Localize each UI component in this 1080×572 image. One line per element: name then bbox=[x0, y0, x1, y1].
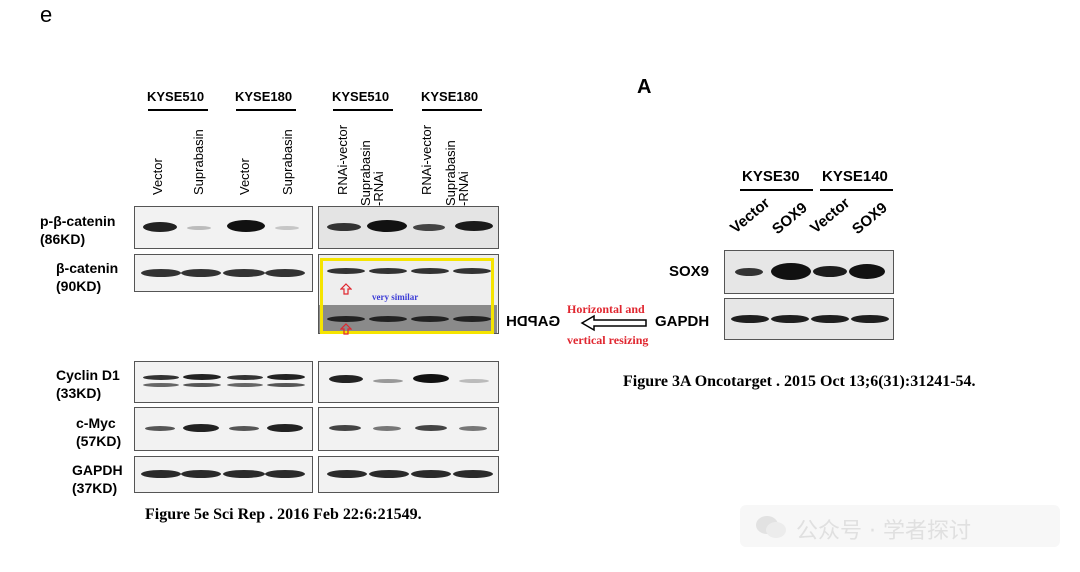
blot-c-myc-right bbox=[318, 407, 499, 451]
blot-sox9 bbox=[724, 250, 894, 294]
group-label-left-3: KYSE510 bbox=[332, 89, 390, 104]
lane-label: Vector bbox=[727, 194, 774, 237]
group-label-left-2: KYSE180 bbox=[235, 89, 293, 104]
group-label-left-1: KYSE510 bbox=[147, 89, 205, 104]
lane-label: Vector bbox=[237, 158, 252, 195]
lane-label: SOX9 bbox=[849, 199, 891, 238]
left-arrow-icon bbox=[580, 314, 647, 332]
left-caption: Figure 5e Sci Rep . 2016 Feb 22:6:21549. bbox=[145, 506, 422, 523]
wechat-icon bbox=[756, 516, 786, 538]
panel-letter-e: e bbox=[40, 2, 53, 27]
resize-note-line1: Horizontal and bbox=[567, 302, 645, 316]
group-underline bbox=[236, 109, 296, 111]
right-caption: Figure 3A Oncotarget . 2015 Oct 13;6(31)… bbox=[623, 373, 976, 390]
group-underline bbox=[422, 109, 482, 111]
row-label-sox9: SOX9 bbox=[669, 263, 710, 280]
lane-label: Suprabasin -RNAi bbox=[443, 140, 471, 206]
row-label-gapdh: GAPDH(37KD) bbox=[72, 462, 123, 496]
duplicated-region bbox=[319, 305, 497, 333]
group-underline bbox=[820, 189, 893, 191]
lane-label: RNAi-vector bbox=[419, 124, 434, 195]
lane-label: Suprabasin bbox=[280, 129, 295, 195]
row-label-cyclin-d1: Cyclin D1(33KD) bbox=[56, 367, 120, 401]
blot-gapdh-left bbox=[134, 456, 313, 493]
row-label-c-myc: c-Myc(57KD) bbox=[76, 415, 122, 449]
up-arrow-icon bbox=[340, 323, 352, 335]
lane-label: Vector bbox=[150, 158, 165, 195]
lane-label: Suprabasin -RNAi bbox=[358, 140, 386, 206]
panel-letter-a: A bbox=[637, 76, 652, 98]
blot-p-beta-catenin-left bbox=[134, 206, 313, 249]
row-label-p-beta-catenin: p-β-catenin(86KD) bbox=[40, 213, 116, 247]
very-similar-label: very similar bbox=[372, 292, 419, 302]
row-label-beta-catenin: β-catenin(90KD) bbox=[56, 260, 119, 294]
blot-gapdh-right-figure bbox=[724, 298, 894, 340]
lane-label: Vector bbox=[807, 194, 854, 237]
blot-cyclin-d1-right bbox=[318, 361, 499, 403]
group-underline bbox=[333, 109, 393, 111]
group-label-right-1: KYSE30 bbox=[742, 168, 800, 185]
mirrored-gapdh-label: GAPDH bbox=[506, 313, 561, 330]
blot-beta-catenin-left bbox=[134, 254, 313, 292]
gapdh-target-label: GAPDH bbox=[655, 313, 710, 330]
group-underline bbox=[740, 189, 813, 191]
lane-label: Suprabasin bbox=[191, 129, 206, 195]
watermark: 公众号 · 学者探讨 bbox=[740, 505, 1060, 547]
blot-gapdh-right bbox=[318, 456, 499, 493]
lane-label: RNAi-vector bbox=[335, 124, 350, 195]
highlight-box bbox=[320, 258, 494, 334]
blot-c-myc-left bbox=[134, 407, 313, 451]
up-arrow-icon bbox=[340, 283, 352, 295]
blot-p-beta-catenin-right bbox=[318, 206, 499, 249]
resize-note-line2: vertical resizing bbox=[567, 333, 649, 347]
group-label-right-2: KYSE140 bbox=[822, 168, 888, 185]
blot-cyclin-d1-left bbox=[134, 361, 313, 403]
watermark-text: 公众号 · 学者探讨 bbox=[796, 519, 971, 544]
group-label-left-4: KYSE180 bbox=[421, 89, 479, 104]
lane-label: SOX9 bbox=[769, 199, 811, 238]
group-underline bbox=[148, 109, 208, 111]
